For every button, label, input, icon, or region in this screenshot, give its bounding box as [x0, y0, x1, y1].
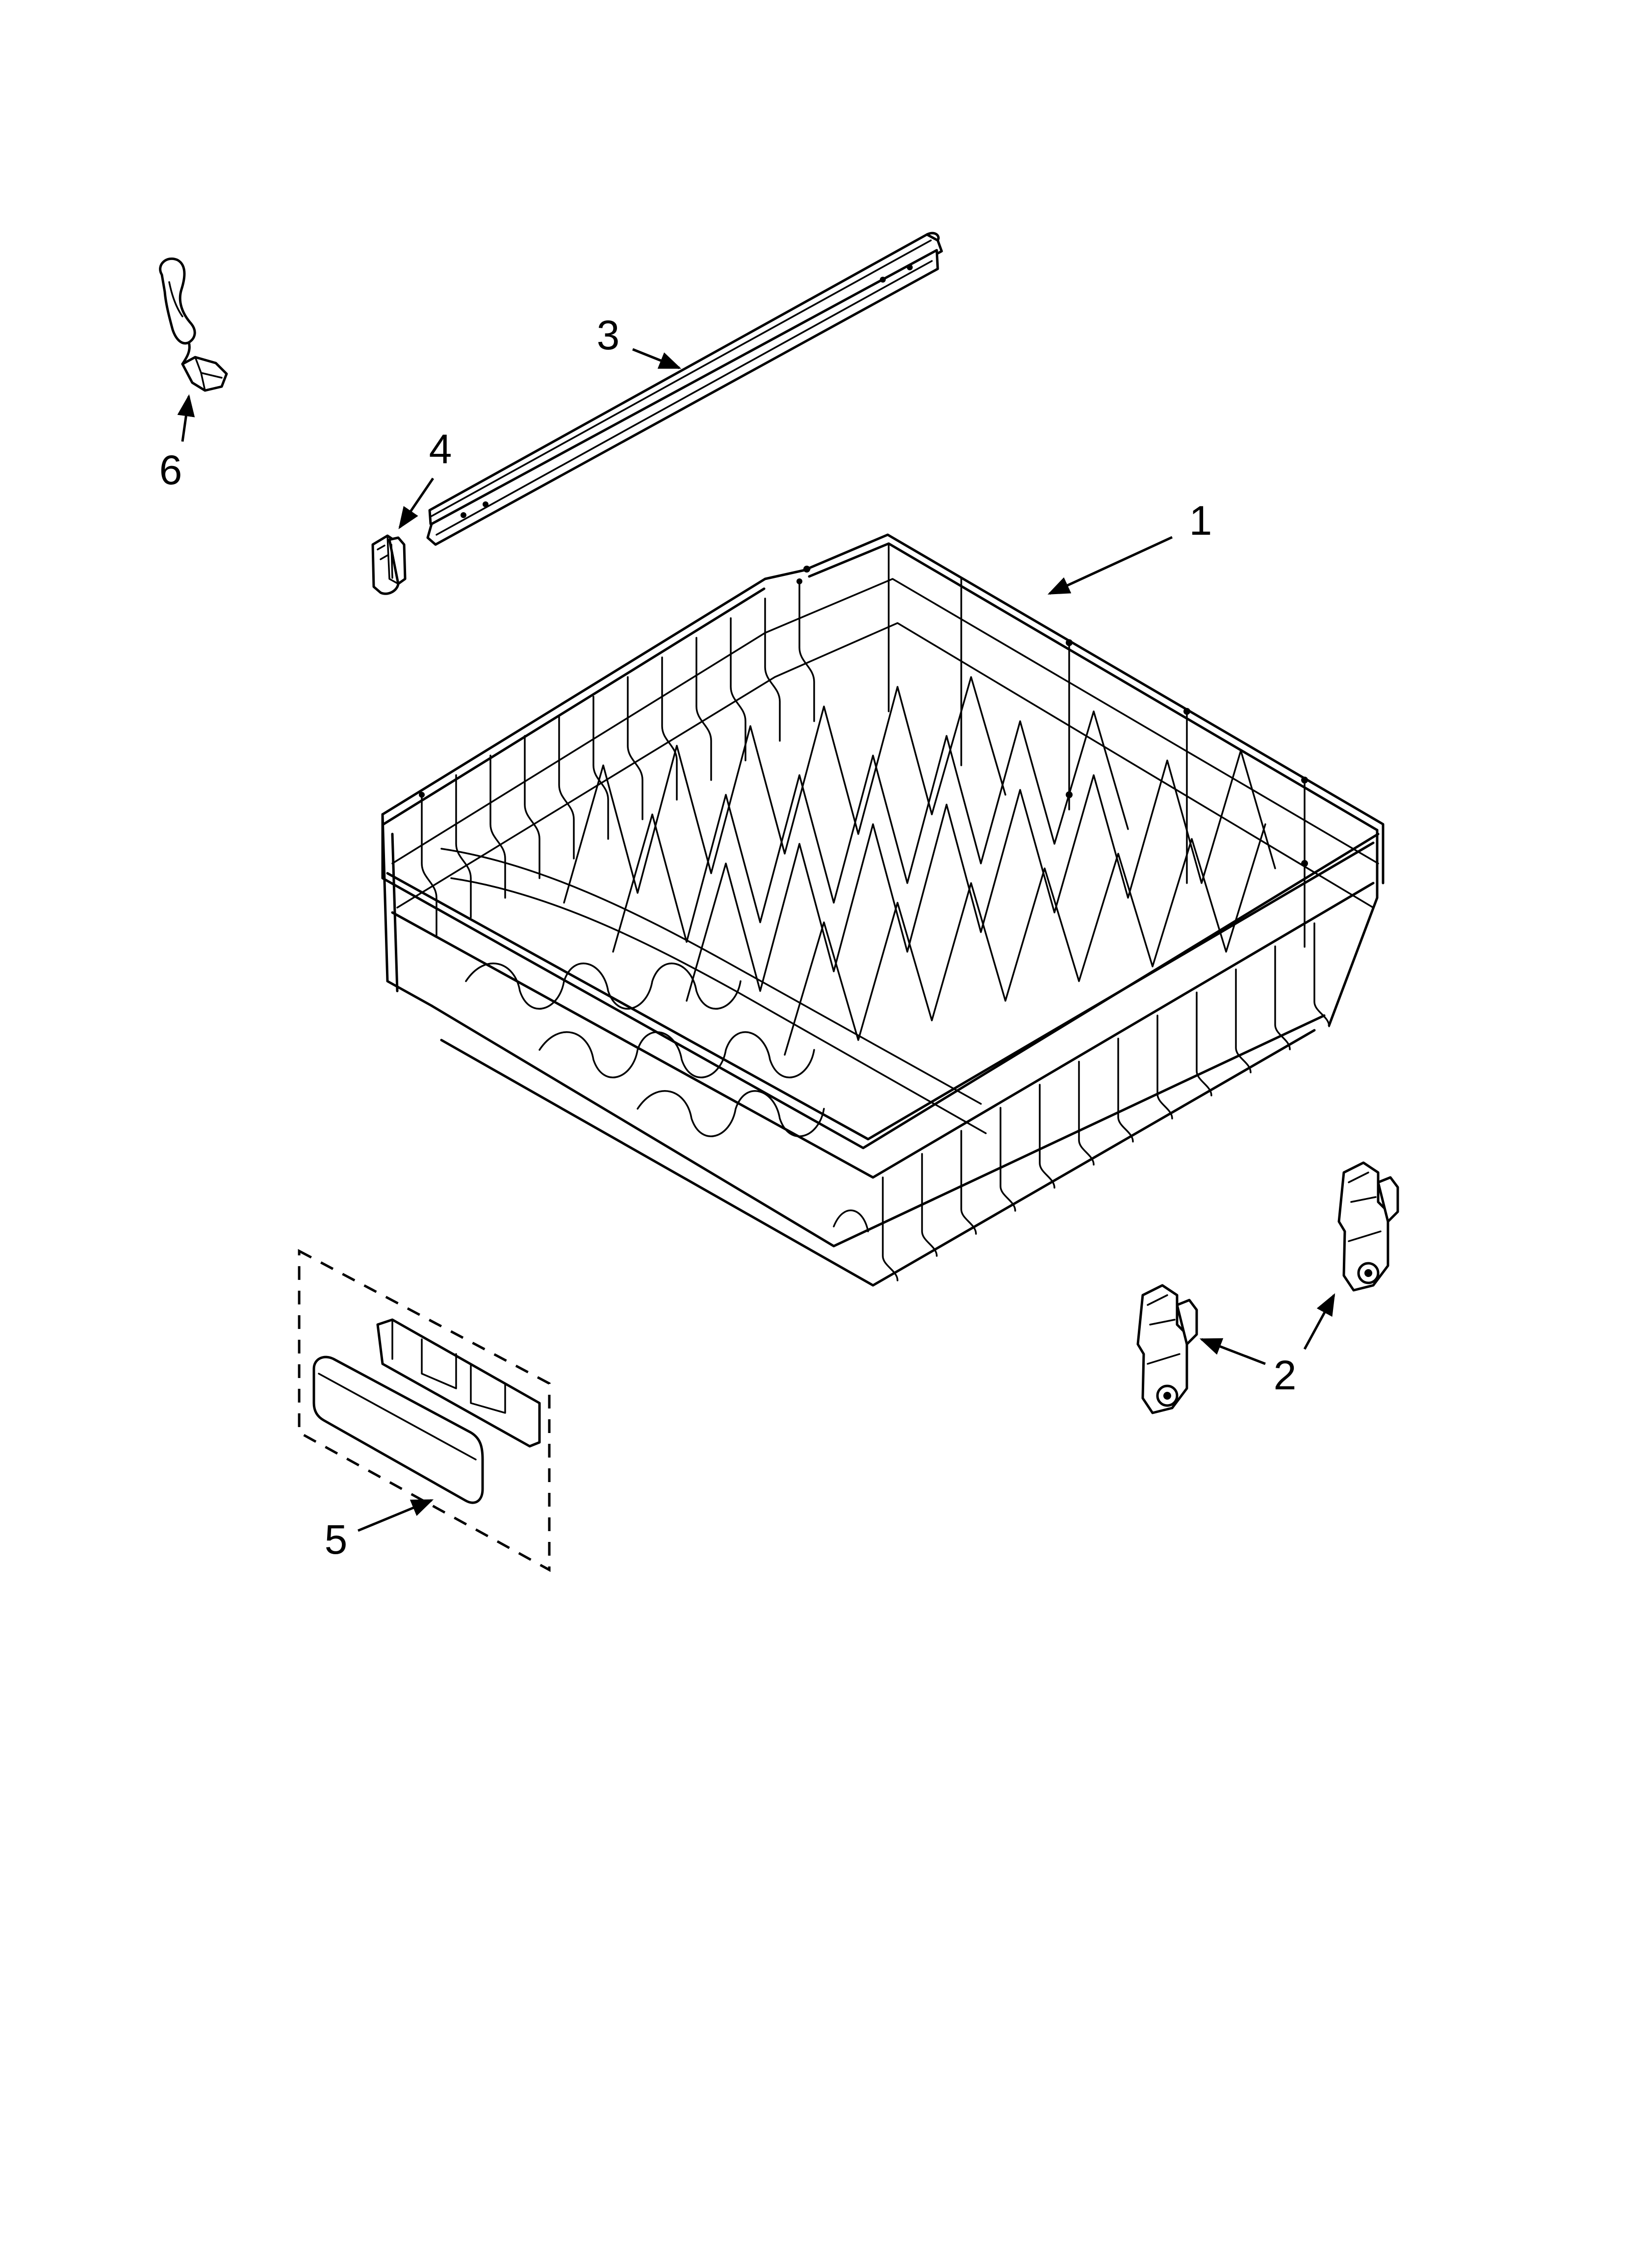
callout-2: 2 [1274, 1352, 1297, 1398]
callout-labels: 1 2 3 4 5 6 [159, 312, 1297, 1563]
leader-2a [1199, 1338, 1266, 1365]
callout-6: 6 [159, 447, 182, 493]
callout-1: 1 [1189, 497, 1212, 544]
part-1-drawing [381, 533, 1385, 1287]
leader-3 [632, 348, 682, 369]
part-4-drawing [371, 534, 407, 595]
part-2-drawing [1136, 1161, 1399, 1414]
callout-5: 5 [325, 1516, 348, 1563]
part-5-drawing [298, 1249, 551, 1572]
leader-6 [177, 394, 195, 442]
part-6-drawing [159, 257, 228, 392]
leader-2b [1303, 1293, 1335, 1350]
leader-5 [358, 1499, 434, 1532]
leader-4 [398, 477, 435, 529]
leader-lines [177, 348, 1335, 1532]
callout-4: 4 [429, 426, 452, 472]
part-3-drawing [426, 232, 943, 546]
leader-1 [1047, 536, 1173, 595]
callout-3: 3 [597, 312, 620, 358]
